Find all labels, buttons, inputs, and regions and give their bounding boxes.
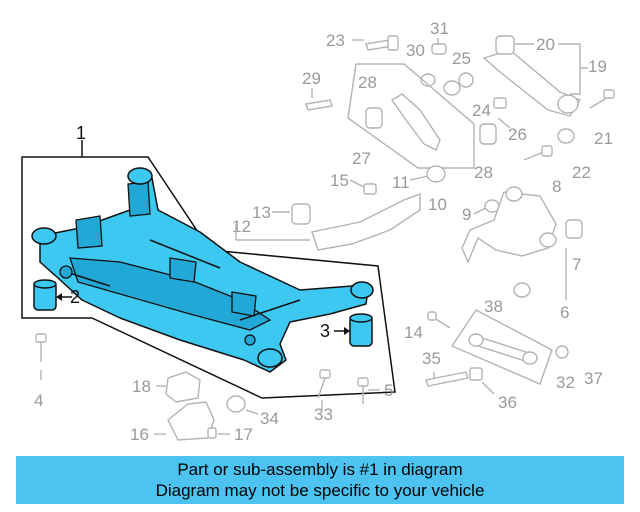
link-36[interactable] — [468, 333, 538, 365]
info-banner: Part or sub-assembly is #1 in diagram Di… — [16, 456, 624, 504]
bolt-15[interactable] — [363, 183, 377, 195]
callout-3[interactable]: 3 — [320, 321, 330, 341]
callout-30[interactable]: 30 — [406, 41, 425, 60]
bushing-34[interactable] — [226, 395, 246, 413]
bolt-4[interactable] — [35, 333, 47, 362]
lower-arm-12[interactable] — [291, 192, 421, 251]
callout-22[interactable]: 22 — [572, 163, 591, 182]
callout-9[interactable]: 9 — [462, 205, 471, 224]
callout-2[interactable]: 2 — [70, 287, 80, 307]
bushing-38[interactable] — [513, 282, 531, 298]
bolt-29[interactable] — [305, 99, 333, 111]
callout-34[interactable]: 34 — [260, 409, 279, 428]
callout-5[interactable]: 5 — [384, 381, 393, 400]
callout-37[interactable]: 37 — [584, 369, 603, 388]
callout-4[interactable]: 4 — [34, 391, 43, 410]
callout-24[interactable]: 24 — [472, 101, 491, 120]
link-arm-27[interactable] — [365, 93, 497, 151]
callout-27[interactable]: 27 — [352, 149, 371, 168]
callout-6[interactable]: 6 — [560, 303, 569, 322]
other-parts: 23 31 30 25 20 19 21 24 26 29 — [34, 19, 615, 444]
washer-30[interactable] — [420, 73, 436, 87]
callout-14[interactable]: 14 — [404, 323, 423, 342]
callout-19[interactable]: 19 — [588, 57, 607, 76]
callout-25[interactable]: 25 — [452, 49, 471, 68]
subframe-group: 1 2 3 — [21, 123, 396, 399]
bushing-2[interactable] — [33, 279, 57, 311]
arrow-3 — [344, 327, 350, 335]
callout-33[interactable]: 33 — [314, 405, 333, 424]
callout-23[interactable]: 23 — [326, 31, 345, 50]
callout-28b[interactable]: 28 — [474, 163, 493, 182]
bolt-21[interactable] — [603, 89, 615, 99]
callout-1-box — [21, 156, 396, 399]
mount-18[interactable] — [165, 371, 201, 403]
rear-subframe[interactable] — [31, 167, 374, 373]
callout-1[interactable]: 1 — [76, 123, 86, 143]
banner-line-2: Diagram may not be specific to your vehi… — [155, 481, 485, 500]
nut-31[interactable] — [431, 43, 447, 55]
callout-16[interactable]: 16 — [130, 425, 149, 444]
callout-26[interactable]: 26 — [508, 125, 527, 144]
callout-32[interactable]: 32 — [556, 373, 575, 392]
callout-13[interactable]: 13 — [252, 203, 271, 222]
callout-17[interactable]: 17 — [234, 425, 253, 444]
callout-12[interactable]: 12 — [232, 217, 251, 236]
callout-15[interactable]: 15 — [330, 171, 349, 190]
bolt-35[interactable] — [425, 371, 469, 387]
bolt-14[interactable] — [427, 311, 437, 321]
callout-10[interactable]: 10 — [428, 195, 447, 214]
callout-20[interactable]: 20 — [536, 35, 555, 54]
knuckle-6[interactable] — [461, 186, 557, 264]
callout-29[interactable]: 29 — [302, 69, 321, 88]
callout-36[interactable]: 36 — [498, 393, 517, 412]
bushing-7[interactable] — [565, 219, 583, 239]
banner-line-1: Part or sub-assembly is #1 in diagram — [177, 460, 463, 479]
callout-11[interactable]: 11 — [392, 173, 410, 192]
bushing-3[interactable] — [349, 313, 373, 347]
arrow-2 — [56, 293, 62, 301]
callout-18[interactable]: 18 — [132, 377, 151, 396]
bolt-33[interactable] — [317, 369, 331, 399]
bracket-16[interactable] — [167, 401, 215, 441]
control-arm-19[interactable] — [482, 35, 582, 117]
clip-24[interactable] — [493, 97, 507, 109]
callout-38[interactable]: 38 — [484, 297, 503, 316]
nut-11[interactable] — [426, 165, 446, 183]
callout-8[interactable]: 8 — [552, 177, 561, 196]
bolt-8[interactable] — [541, 145, 553, 157]
bushing-22[interactable] — [557, 128, 575, 144]
callout-21[interactable]: 21 — [594, 129, 613, 148]
callout-27-box — [347, 63, 475, 169]
bolt-17[interactable] — [207, 427, 217, 439]
callout-7[interactable]: 7 — [572, 255, 581, 274]
callout-35[interactable]: 35 — [422, 349, 441, 368]
bolt-23[interactable] — [365, 35, 399, 51]
callout-31[interactable]: 31 — [430, 19, 449, 38]
bolt-5[interactable] — [357, 377, 369, 404]
callout-28a[interactable]: 28 — [358, 73, 377, 92]
callout-32-box — [450, 309, 553, 385]
bushing-25[interactable] — [443, 80, 461, 96]
